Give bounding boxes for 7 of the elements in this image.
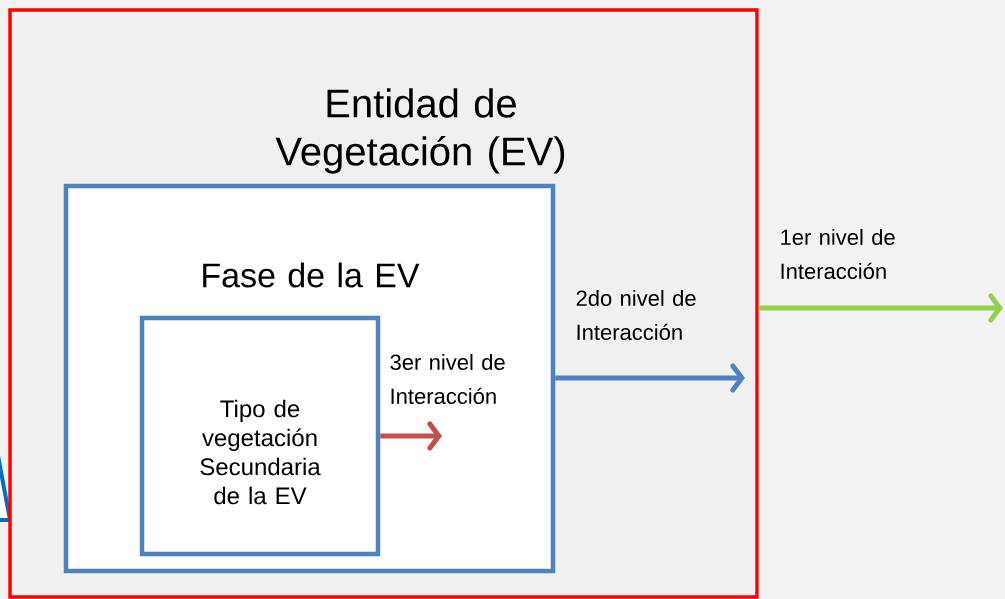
edge-label: 3er nivel de Interacción: [390, 353, 505, 405]
edge-label: 2do nivel de Interacción: [576, 289, 696, 341]
arrow: [555, 363, 745, 393]
arrow: [758, 293, 1003, 323]
arrow: [380, 421, 442, 451]
type-box: Tipo de vegetación Secundaria de la EV: [139, 315, 381, 557]
edge-label: 1er nivel de Interacción: [781, 228, 895, 280]
